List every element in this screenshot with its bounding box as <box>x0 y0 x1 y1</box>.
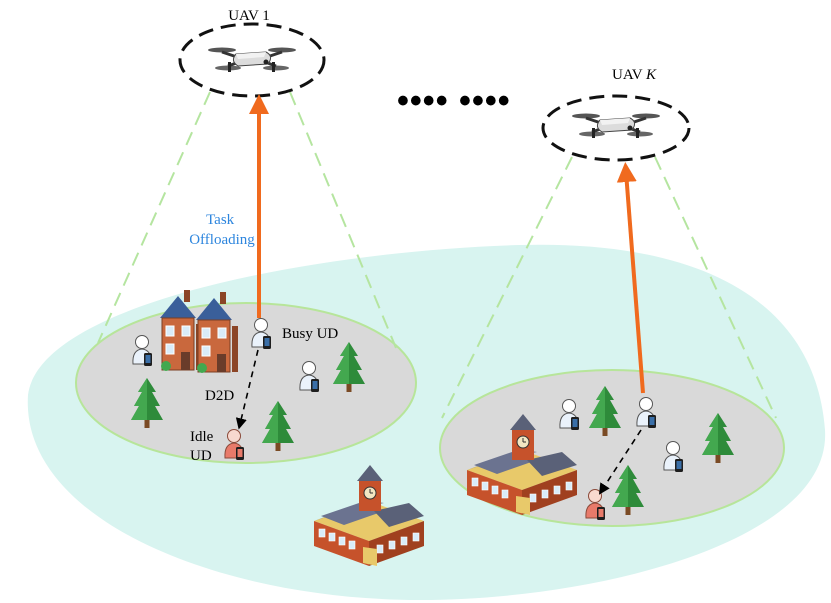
offload-arrow-uav-k <box>616 162 645 394</box>
d2d-arrow-left <box>235 349 259 430</box>
uav-1-orbit <box>178 22 326 98</box>
d2d-label: D2D <box>205 388 234 404</box>
task-offloading-label: Task Offloading <box>189 212 255 248</box>
uav-1-label: UAV 1 <box>228 8 270 24</box>
busy-ud-label: Busy UD <box>282 326 338 342</box>
coverage-cone-uav-1 <box>97 91 397 349</box>
cluster-left <box>75 302 417 464</box>
d2d-arrow-right <box>598 429 642 495</box>
coverage-cone-uav-k <box>441 156 777 419</box>
uav-k-drone-icon <box>570 112 662 140</box>
uav-1-drone-icon <box>206 46 298 74</box>
uav-k-orbit <box>541 94 691 162</box>
idle-ud-label: Idle UD <box>190 429 217 464</box>
uav-k-label: UAV K <box>612 67 657 83</box>
more-uavs-ellipsis: •••• •••• <box>397 82 511 120</box>
